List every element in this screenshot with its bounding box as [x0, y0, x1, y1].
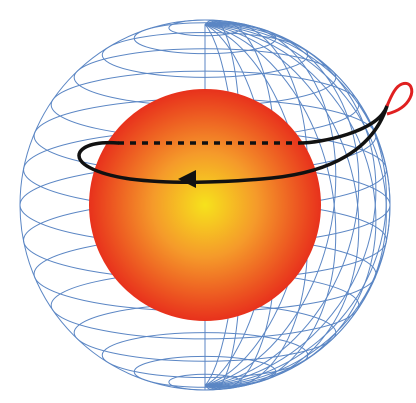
- glowing-core-sphere: [89, 89, 321, 321]
- red-loop: [387, 83, 412, 114]
